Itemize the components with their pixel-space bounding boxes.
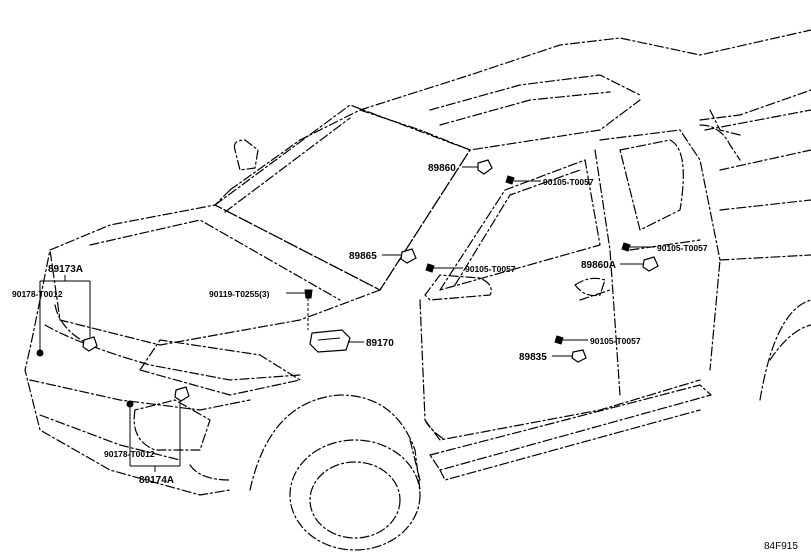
label-89860a: 89860A bbox=[581, 260, 616, 271]
label-89170: 89170 bbox=[366, 338, 394, 349]
bolt-90105-low-shape bbox=[554, 335, 564, 345]
label-90178-bot: 90178-T0012 bbox=[104, 449, 155, 459]
label-90105-low: 90105-T0057 bbox=[590, 336, 641, 346]
bolt-90119-shape bbox=[304, 289, 313, 299]
bolt-90105-mid-shape bbox=[425, 263, 435, 273]
vehicle-outline bbox=[24, 29, 811, 551]
label-89835: 89835 bbox=[519, 352, 547, 363]
label-90105-mid: 90105-T0057 bbox=[465, 264, 516, 274]
sensor-89174a-shape bbox=[174, 386, 190, 402]
sensor-89860-shape bbox=[477, 159, 493, 175]
bolt-90178-bot-shape bbox=[126, 400, 134, 408]
label-90105-right: 90105-T0057 bbox=[657, 243, 708, 253]
part-labels: 89860 90105-T0057 89865 90105-T0057 9010… bbox=[12, 163, 798, 552]
sensor-89865-shape bbox=[400, 248, 417, 264]
sensor-89860a-shape bbox=[642, 256, 659, 272]
diagram-reference-code: 84F915 bbox=[764, 541, 798, 552]
sensor-89835-shape bbox=[571, 349, 587, 363]
label-90178-top: 90178-T0012 bbox=[12, 289, 63, 299]
label-89174a: 89174A bbox=[139, 475, 174, 486]
part-shapes bbox=[36, 159, 659, 408]
label-89865: 89865 bbox=[349, 251, 377, 262]
sensor-89173a-shape bbox=[82, 336, 98, 352]
bolt-90105-right-shape bbox=[621, 242, 631, 252]
label-90119: 90119-T0255(3) bbox=[209, 289, 270, 299]
leader-lines bbox=[39, 166, 655, 472]
label-89860: 89860 bbox=[428, 163, 456, 174]
label-89173a: 89173A bbox=[48, 264, 83, 275]
label-90105-top: 90105-T0057 bbox=[543, 177, 594, 187]
airbag-module-89170-shape bbox=[309, 329, 351, 353]
bolt-90105-top-shape bbox=[505, 175, 515, 185]
bolt-90178-top-shape bbox=[36, 349, 44, 357]
